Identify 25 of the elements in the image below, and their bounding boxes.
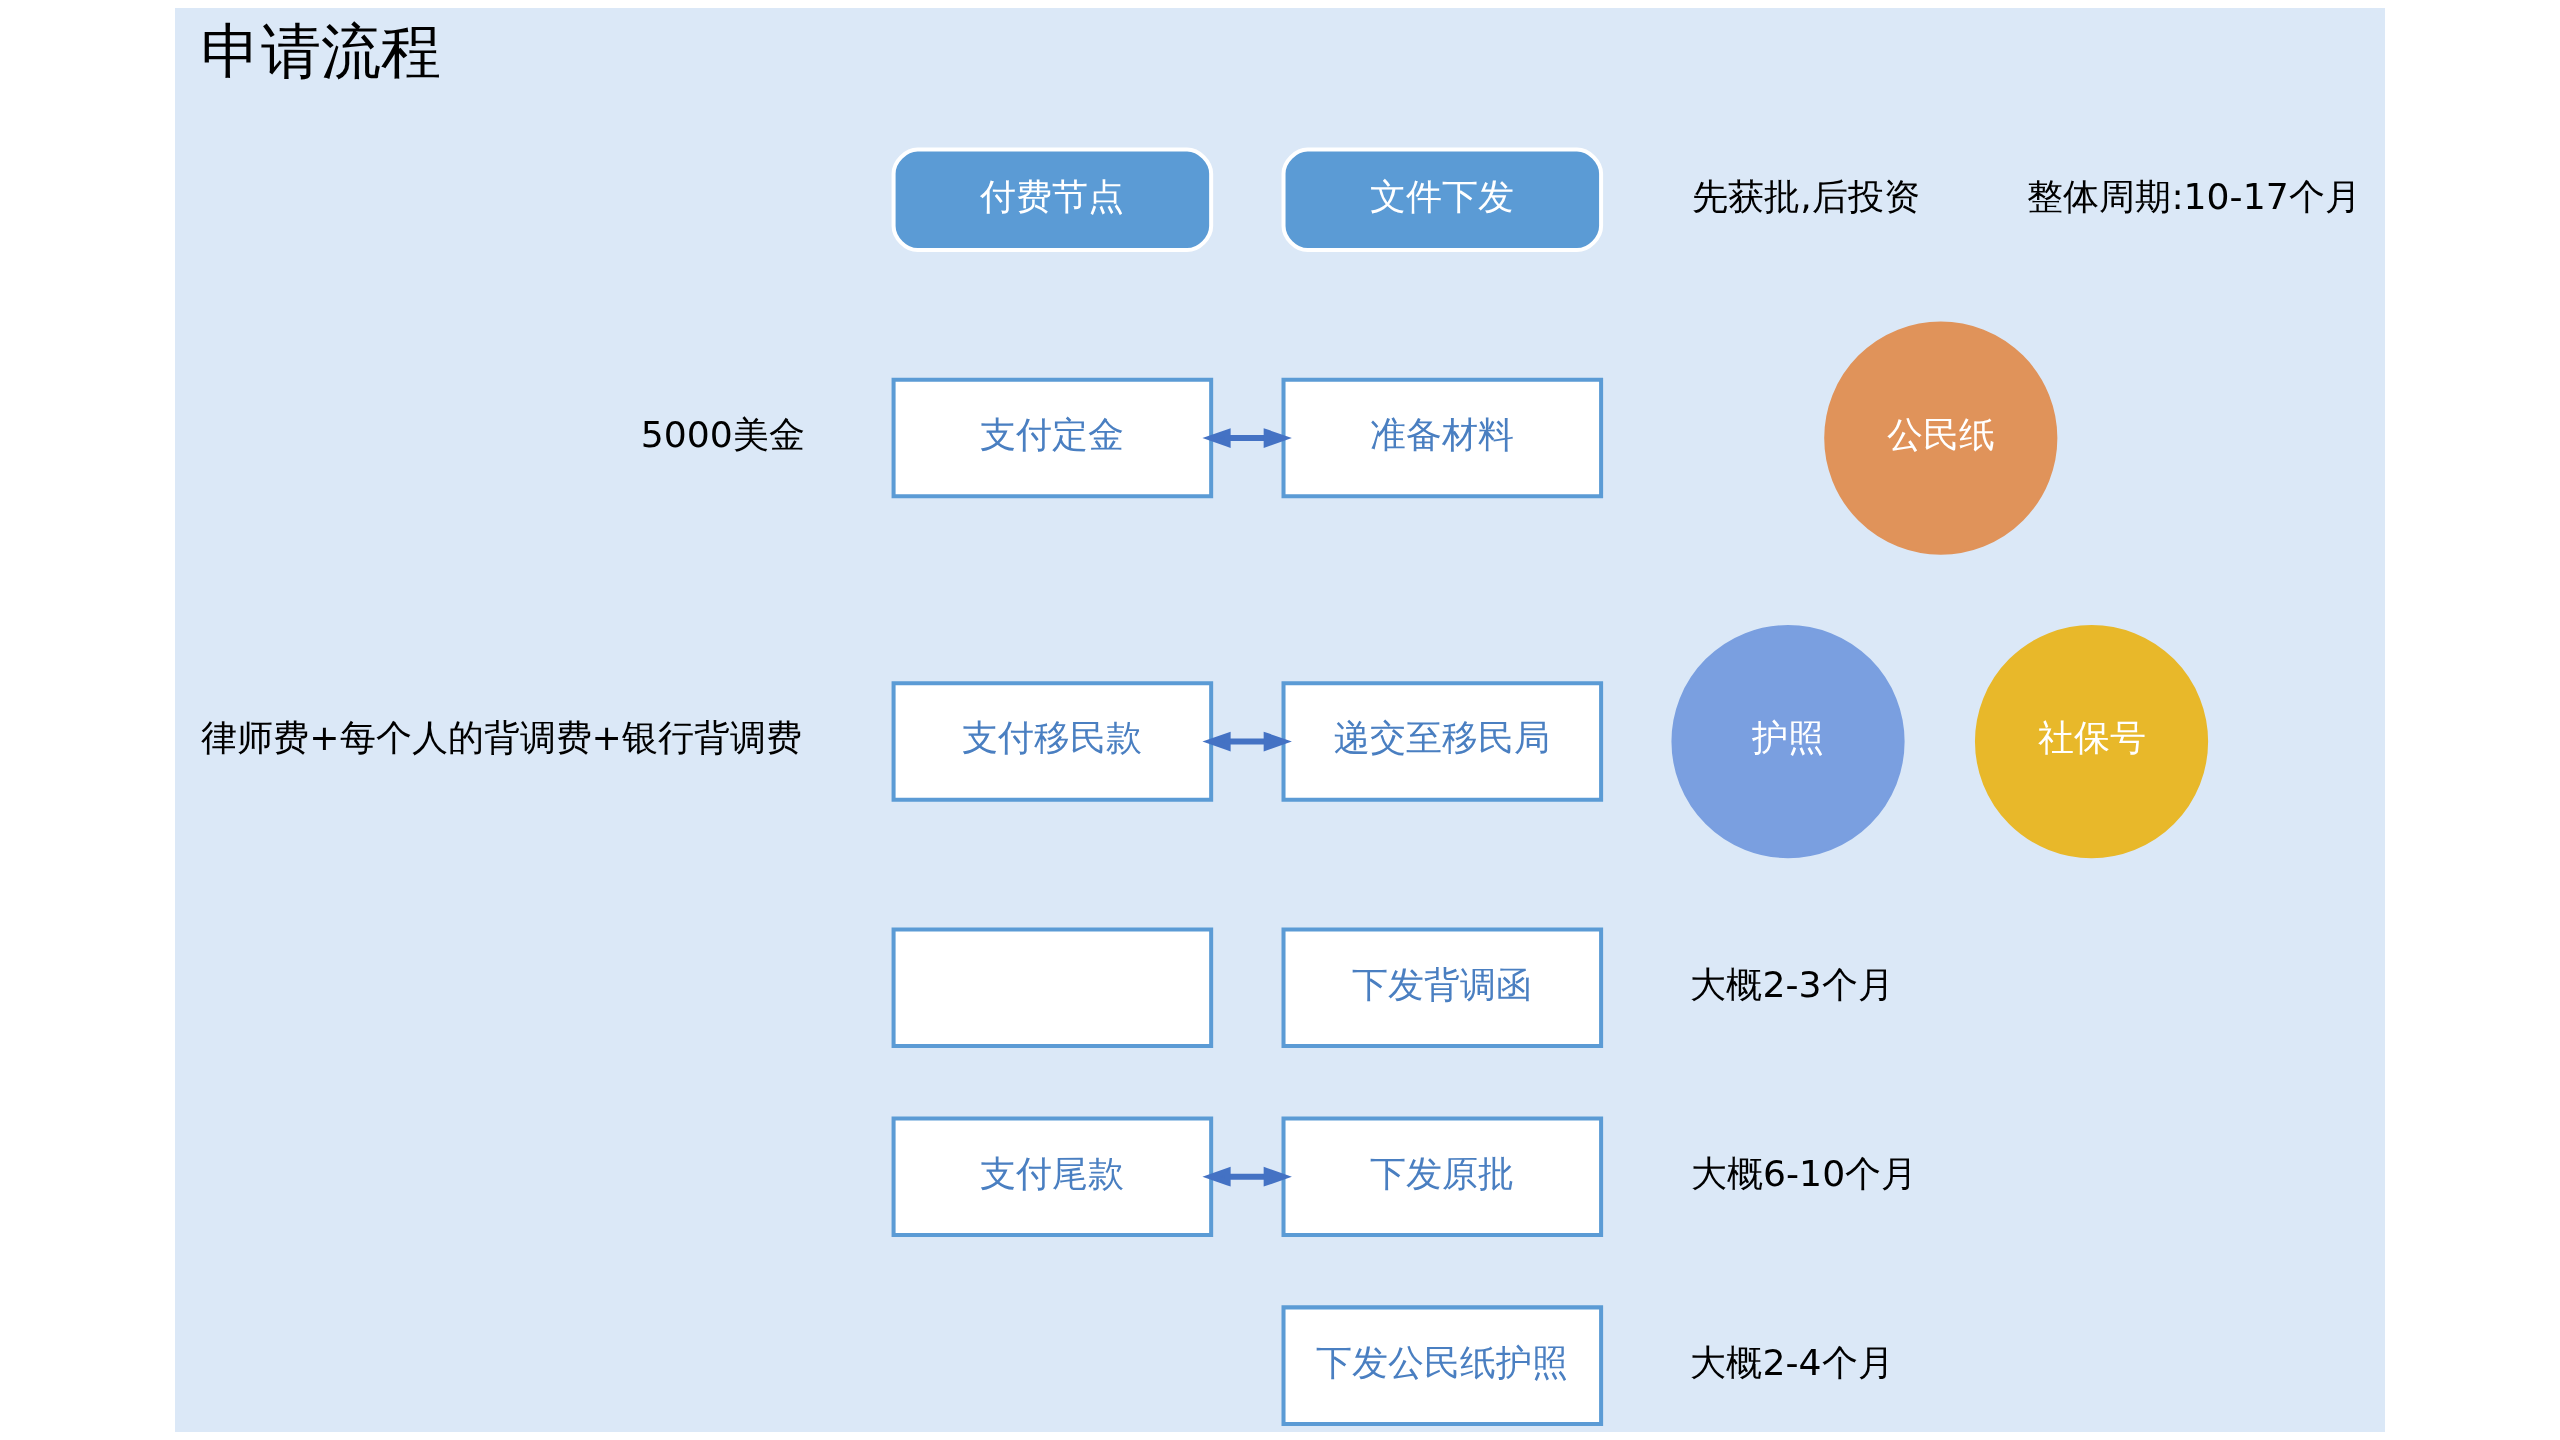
node-box: 文件下发 bbox=[1281, 147, 1604, 253]
node-label: 5000美金 bbox=[640, 412, 805, 456]
node-box: 准备材料 bbox=[1281, 377, 1604, 499]
arrow bbox=[1202, 428, 1292, 448]
node-box: 下发公民纸护照 bbox=[1281, 1305, 1604, 1426]
node-box: 下发原批 bbox=[1281, 1116, 1604, 1237]
arrow bbox=[1202, 1166, 1292, 1187]
label: 大概2-4个月 bbox=[1690, 1340, 1894, 1384]
node-box: 支付定金 bbox=[891, 377, 1214, 499]
node-box: 支付尾款 bbox=[891, 1116, 1214, 1237]
arrow bbox=[1202, 731, 1292, 752]
node-box: 支付移民款 bbox=[891, 681, 1214, 802]
label: 先获批,后投资 bbox=[1692, 174, 1920, 218]
diagram-title: 申请流程 bbox=[200, 16, 441, 87]
label: 大概2-3个月 bbox=[1690, 962, 1894, 1006]
node-box bbox=[891, 927, 1214, 1049]
label: 大概6-10个月 bbox=[1691, 1151, 1918, 1195]
node-circle: 公民纸 bbox=[1824, 321, 2058, 555]
label: 整体周期:10-17个月 bbox=[2027, 174, 2361, 218]
node-box: 递交至移民局 bbox=[1281, 681, 1604, 802]
node-box: 付费节点 bbox=[891, 147, 1214, 253]
node-circle: 社保号 bbox=[1974, 624, 2209, 859]
node-label: 律师费+每个人的背调费+银行背调费 bbox=[201, 716, 802, 760]
node-box: 下发背调函 bbox=[1281, 927, 1604, 1049]
node-circle: 护照 bbox=[1671, 624, 1905, 859]
